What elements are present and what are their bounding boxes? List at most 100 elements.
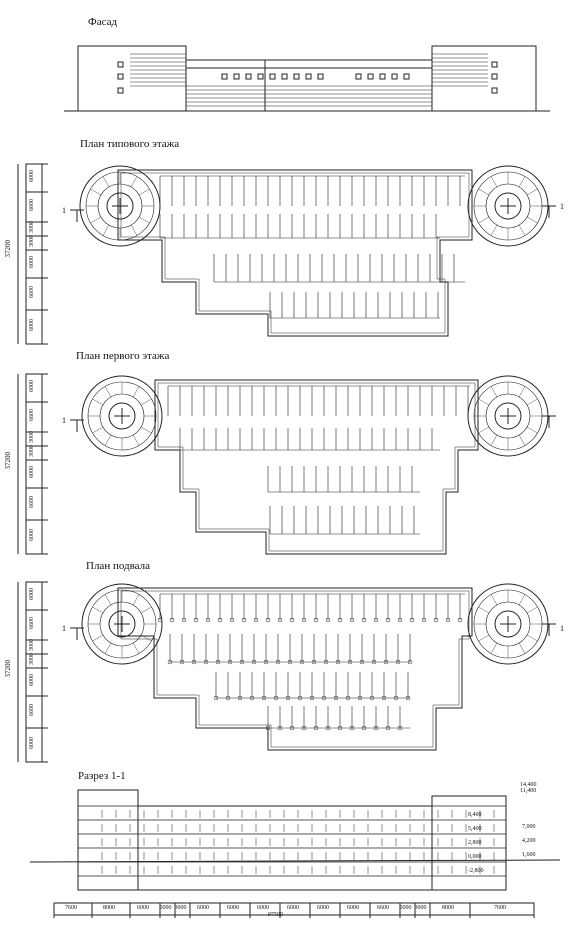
ramp-step (478, 634, 490, 642)
first-floor-plan (17, 373, 556, 555)
plan-dimension-label: 6000 (29, 256, 35, 268)
plan-outline (154, 379, 479, 555)
facade-window (379, 73, 386, 80)
structural-column (301, 617, 307, 623)
plan-dimension-label: 6600 (29, 286, 35, 298)
section-dimension-label: 7600 (494, 905, 506, 911)
structural-column (181, 617, 187, 623)
section-dimension-label: 6000 (257, 905, 269, 911)
ramp-step (478, 398, 490, 406)
plan-inner-outline (120, 590, 470, 748)
structural-column (445, 617, 451, 623)
plan-dimension-label: 6600 (29, 409, 35, 421)
facade-title: Фасад (88, 16, 118, 28)
ramp-step (132, 642, 140, 654)
section-mark-left-first: 1 (62, 416, 66, 425)
section-level-right: 7,000 (522, 824, 536, 830)
structural-column (361, 617, 367, 623)
plan-dimension-label: 6000 (29, 737, 35, 749)
structural-column (373, 617, 379, 623)
ramp-step (518, 386, 526, 398)
section-title: Разрез 1-1 (78, 770, 126, 782)
section-drawing (29, 789, 561, 918)
ramp-step (518, 434, 526, 446)
structural-column (325, 617, 331, 623)
structural-column (385, 617, 391, 623)
facade-window (245, 73, 252, 80)
structural-column (277, 617, 283, 623)
structural-column (313, 617, 319, 623)
section-dimension-label: 8000 (442, 905, 454, 911)
plan-dimension-label: 6000 (29, 588, 35, 600)
ramp-step (526, 426, 538, 434)
section-level-right: 1,600 (522, 852, 536, 858)
structural-column (457, 617, 463, 623)
first-floor-title: План первого этажа (76, 350, 170, 362)
ramp-step (526, 398, 538, 406)
ramp-outer (81, 375, 163, 457)
ramp-step (490, 594, 498, 606)
ramp-step (478, 426, 490, 434)
ramp-step (104, 386, 112, 398)
ramp-step (90, 216, 102, 224)
plan-dimension-label: 6600 (29, 199, 35, 211)
facade-window (491, 73, 498, 80)
section-dimension-label: 6000 (317, 905, 329, 911)
ramp-step (102, 176, 110, 188)
ramp-step (526, 216, 538, 224)
ramp-step (490, 386, 498, 398)
ramp-step (130, 224, 138, 236)
section-dimension-label: 6000 (287, 905, 299, 911)
ramp-step (140, 634, 152, 642)
plan-dimension-label: 6000 (29, 466, 35, 478)
ramp-core (494, 402, 522, 430)
ramp-step (478, 216, 490, 224)
ramp-step (518, 176, 526, 188)
ramp-step (92, 634, 104, 642)
section-dimension-label: 7600 (65, 905, 77, 911)
structural-column (241, 617, 247, 623)
ramp-step (130, 176, 138, 188)
ramp-core (494, 192, 522, 220)
facade-window (491, 61, 498, 68)
section-tower (77, 789, 139, 891)
plan-outline (117, 587, 473, 751)
plan-dimension-label: 3000 (29, 653, 35, 665)
plan-dimension-label: 3000 (29, 639, 35, 651)
facade-window (305, 73, 312, 80)
ramp-step (518, 594, 526, 606)
ramp-step (526, 188, 538, 196)
plan-outline (117, 169, 473, 337)
ramp-core (108, 402, 136, 430)
ramp-step (104, 434, 112, 446)
plan-dimension-label: 3000 (29, 445, 35, 457)
section-level-inner: 2,800 (468, 840, 482, 846)
facade-window (233, 73, 240, 80)
section-dimension-label: 6000 (137, 905, 149, 911)
ramp-step (104, 594, 112, 606)
facade-window (491, 87, 498, 94)
dimension-box (25, 373, 43, 555)
section-level-right: 14,400 (520, 782, 537, 788)
ramp-core (106, 192, 134, 220)
basement-total-dim: 37200 (4, 660, 12, 678)
ramp-step (92, 398, 104, 406)
structural-column (433, 617, 439, 623)
structural-column (337, 617, 343, 623)
plan-dimension-label: 6600 (29, 617, 35, 629)
section-mark-left-basement: 1 (62, 624, 66, 633)
structural-column (265, 617, 271, 623)
ramp-step (490, 434, 498, 446)
section-level-right: 4,200 (522, 838, 536, 844)
ramp-step (490, 224, 498, 236)
ramp-step (518, 224, 526, 236)
plan-dimension-label: 6000 (29, 674, 35, 686)
ramp-step (526, 606, 538, 614)
facade-window (117, 73, 124, 80)
ramp-step (132, 386, 140, 398)
facade-window (117, 61, 124, 68)
plan-dimension-label: 6000 (29, 380, 35, 392)
structural-column (205, 617, 211, 623)
structural-column (397, 617, 403, 623)
